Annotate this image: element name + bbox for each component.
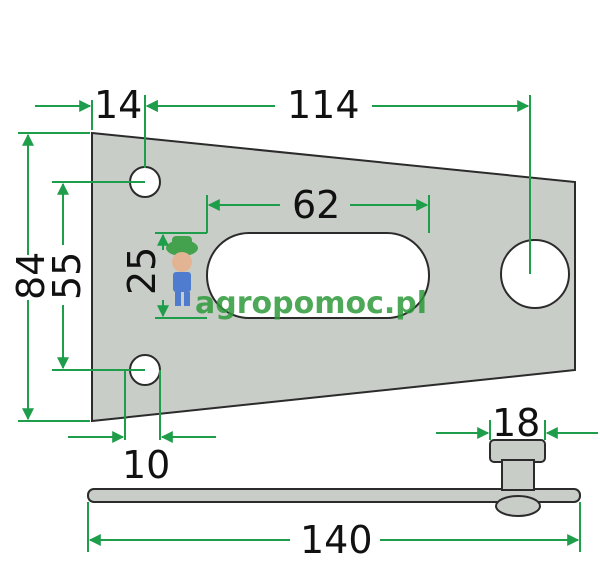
plate-side-view	[87, 439, 581, 517]
dimension-lines	[18, 95, 598, 552]
plate-top-view	[91, 131, 576, 423]
label-114: 114	[287, 83, 360, 127]
label-10: 10	[122, 443, 170, 487]
watermark-brand: agropomoc.pl	[195, 286, 427, 321]
label-62: 62	[292, 183, 340, 227]
center-slot	[206, 232, 430, 319]
label-84: 84	[9, 252, 53, 300]
pin-shaft	[501, 459, 535, 491]
side-plate	[87, 488, 581, 503]
label-14: 14	[94, 83, 142, 127]
large-hole	[500, 239, 570, 309]
farmer-mascot-icon	[166, 236, 198, 306]
label-18: 18	[492, 401, 540, 445]
watermark: agropomoc.pl	[166, 236, 427, 321]
label-55: 55	[45, 252, 89, 300]
pin-bottom	[495, 495, 541, 517]
label-25: 25	[120, 247, 164, 295]
label-140: 140	[300, 518, 373, 562]
